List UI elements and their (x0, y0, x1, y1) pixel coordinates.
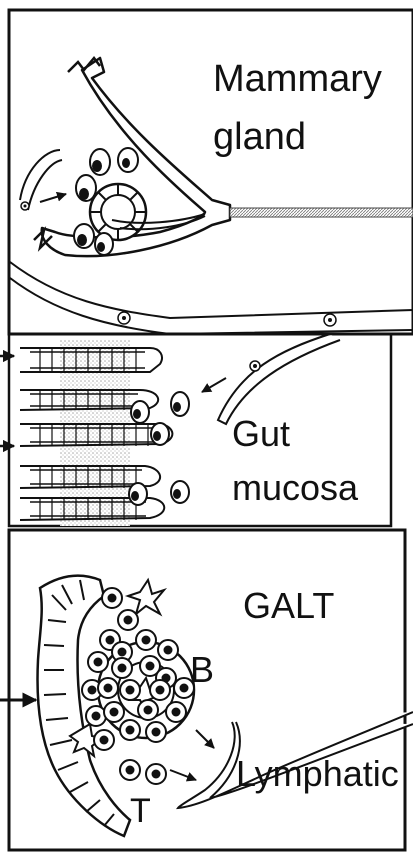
lymphocyte-nucleus (100, 736, 109, 745)
dendritic-cell (128, 580, 164, 614)
lymphocyte-nucleus (88, 686, 97, 695)
lymphocyte-nucleus (144, 706, 153, 715)
lymphocyte-nucleus (108, 594, 117, 603)
gut-label-line1: Gut (232, 416, 290, 452)
migration-arrow (40, 194, 66, 202)
lymphocyte-nucleus (104, 684, 113, 693)
gut-plasma-cells (129, 392, 189, 505)
lymphocyte-nucleus (152, 728, 161, 737)
lymphocyte-nucleus (126, 726, 135, 735)
gut-label-line2: mucosa (232, 470, 358, 506)
lymphocyte-nucleus (146, 662, 155, 671)
mammary-label-line1: Mammary (213, 60, 382, 98)
lymphocyte-nucleus (164, 646, 173, 655)
lymphocyte-nucleus (106, 636, 115, 645)
lymphocyte-nucleus (118, 648, 127, 657)
galt-label: GALT (243, 588, 334, 624)
lymphocyte-nucleus (126, 686, 135, 695)
t-cell-zone-label: T (130, 794, 151, 828)
lymphocyte-nucleus (152, 770, 161, 779)
galt-panel (0, 530, 413, 850)
lymphocyte-nucleus (124, 616, 133, 625)
lymphocyte-nucleus (126, 766, 135, 775)
lymphocyte-nucleus (92, 712, 101, 721)
galt-lymphocytes (82, 588, 194, 784)
lymphocyte-nucleus (156, 686, 165, 695)
nipple-duct (230, 208, 413, 217)
lymphocyte-nucleus (180, 684, 189, 693)
lymphocyte-nucleus (118, 664, 127, 673)
b-cell-zone-label: B (190, 652, 214, 688)
lymphocyte-nucleus (172, 708, 181, 717)
lymphocyte-nucleus (110, 708, 119, 717)
galt-to-lymph-arrow-2 (170, 770, 196, 780)
mammary-label-line2: gland (213, 118, 306, 156)
vessel-to-gut-arrow (202, 378, 226, 392)
lymphocyte-nucleus (142, 636, 151, 645)
lymphatic-label: Lymphatic (236, 756, 399, 792)
lymphocyte-nucleus (94, 658, 103, 667)
galt-to-lymph-arrow-1 (196, 730, 214, 748)
